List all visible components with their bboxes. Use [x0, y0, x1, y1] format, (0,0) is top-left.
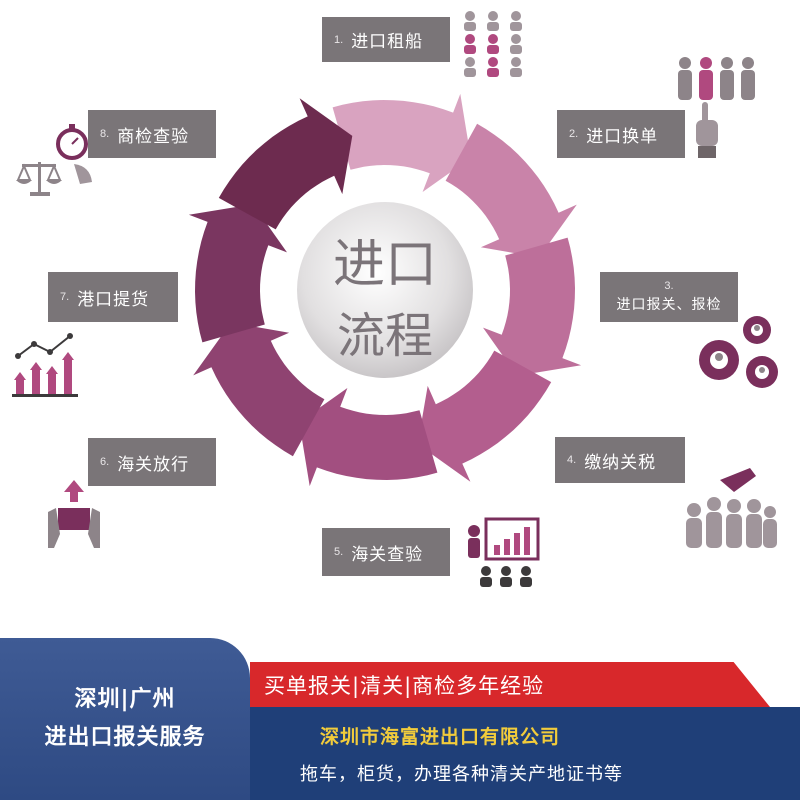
step-1-num: 1. [334, 33, 344, 46]
center-title-line2: 流程 [336, 308, 433, 364]
step-8-num: 8. [100, 128, 110, 140]
step-2-label: 进口换单 [586, 126, 659, 147]
step-8-label: 商检查验 [117, 126, 190, 147]
step-1-label: 进口租船 [351, 32, 424, 52]
gears-icon [699, 316, 778, 388]
people-group-icon [678, 57, 755, 100]
pointing-hand-icon [696, 102, 718, 158]
step-6-num: 6. [100, 456, 110, 468]
ring-arrow-segment-6 [193, 322, 325, 457]
banner-left-line1: 深圳|广州 [74, 687, 176, 712]
company-name: 深圳市海富进出口有限公司 [320, 726, 561, 748]
step-4-box: 4. 缴纳关税 [555, 437, 685, 483]
stopwatch-scale-icon [16, 124, 92, 196]
step-8-box: 8. 商检查验 [88, 110, 216, 158]
ring-arrow-segment-8 [218, 98, 353, 230]
banner-left-panel: 深圳|广州 进出口报关服务 [0, 638, 250, 800]
box-hands-icon [48, 480, 100, 548]
step-3-num: 3. [664, 280, 674, 292]
step-1-box: 1. 进口租船 [322, 17, 450, 62]
step-2-num: 2. [569, 128, 579, 140]
center-disc [297, 202, 473, 378]
ring-arrow-segment-4 [417, 350, 552, 482]
step-5-label: 海关查验 [351, 544, 424, 565]
ring-arrow-segment-3 [483, 237, 582, 376]
banner-slogan-bar: 买单报关|清关|商检多年经验 [250, 662, 770, 707]
step-4-label: 缴纳关税 [584, 452, 657, 473]
ring-arrow-segment-5 [299, 388, 438, 487]
ring-arrow-segment-2 [445, 123, 577, 258]
presentation-icon [468, 517, 540, 587]
banner-left-line2: 进出口报关服务 [44, 725, 206, 750]
people-grid-icon [464, 11, 522, 77]
banner-blue-bar [250, 707, 800, 800]
step-6-label: 海关放行 [117, 454, 190, 475]
step-5-num: 5. [334, 546, 344, 558]
ring-arrow-segment-7 [188, 204, 287, 343]
step-2-box: 2. 进口换单 [557, 110, 685, 158]
step-5-box: 5. 海关查验 [322, 528, 450, 576]
ring-arrow-segment-1 [332, 93, 471, 192]
step-7-label: 港口提货 [77, 289, 150, 310]
banner-slogan: 买单报关|清关|商检多年经验 [264, 673, 545, 698]
services-text: 拖车，柜货，办理各种清关产地证书等 [300, 764, 623, 785]
crowd-hand-icon [686, 468, 777, 548]
step-7-box: 7. 港口提货 [48, 272, 178, 322]
cycle-ring [188, 93, 582, 487]
center-title-line1: 进口 [332, 235, 437, 295]
step-6-box: 6. 海关放行 [88, 438, 216, 486]
step-4-num: 4. [567, 454, 577, 466]
step-3-label: 进口报关、报检 [616, 297, 722, 313]
step-3-box: 3. 进口报关、报检 [600, 272, 738, 322]
step-7-num: 7. [60, 291, 70, 303]
growth-chart-icon [12, 333, 78, 397]
